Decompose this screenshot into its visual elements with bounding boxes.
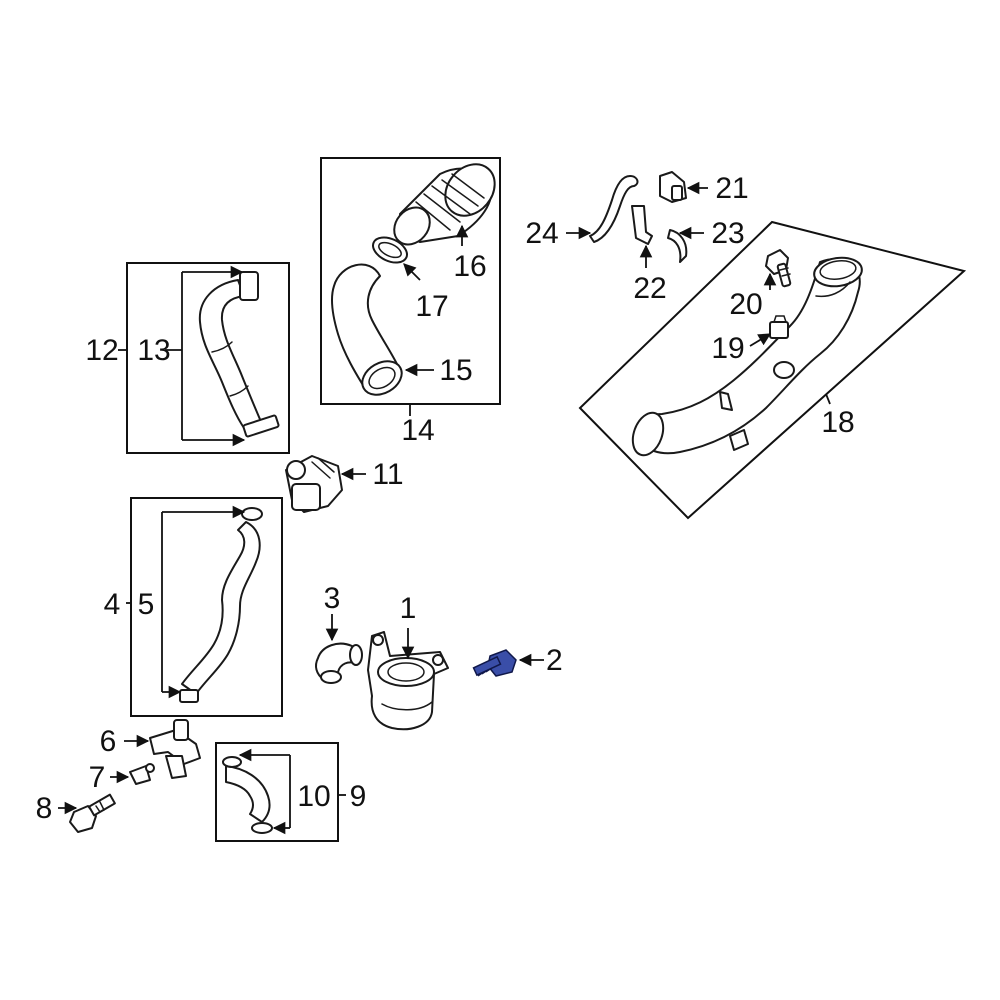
callout-20: 20 bbox=[729, 288, 762, 321]
group-box-9 bbox=[215, 742, 339, 842]
bolt-2-highlighted bbox=[472, 649, 517, 677]
callout-17: 17 bbox=[415, 290, 448, 323]
hose-23 bbox=[667, 229, 688, 263]
group-box-4 bbox=[130, 497, 283, 717]
callout-21: 21 bbox=[715, 172, 748, 205]
callout-1: 1 bbox=[400, 592, 417, 625]
callout-23: 23 bbox=[711, 217, 744, 250]
callout-24: 24 bbox=[525, 217, 558, 250]
callout-19: 19 bbox=[711, 332, 744, 365]
line-24 bbox=[589, 175, 639, 243]
hose-13 bbox=[198, 271, 280, 438]
callout-4: 4 bbox=[104, 588, 121, 621]
clip-7 bbox=[129, 763, 155, 785]
callout-11: 11 bbox=[372, 458, 403, 491]
callout-13: 13 bbox=[137, 334, 170, 367]
callout-16: 16 bbox=[453, 250, 486, 283]
clamp-17 bbox=[372, 236, 408, 264]
callout-7: 7 bbox=[89, 761, 106, 794]
bolt-20 bbox=[765, 249, 792, 288]
callout-15: 15 bbox=[439, 354, 472, 387]
group-box-12 bbox=[126, 262, 290, 454]
callout-14: 14 bbox=[401, 414, 434, 447]
clip-19 bbox=[769, 315, 789, 339]
callout-3: 3 bbox=[324, 582, 341, 615]
callout-10: 10 bbox=[297, 780, 330, 813]
callout-22: 22 bbox=[633, 272, 666, 305]
callout-18: 18 bbox=[821, 406, 854, 439]
hose-10 bbox=[222, 756, 273, 834]
sensor-21 bbox=[659, 171, 687, 203]
elbow-hose-3 bbox=[315, 642, 363, 684]
bolt-8 bbox=[69, 793, 116, 833]
callout-9: 9 bbox=[350, 780, 367, 813]
callout-2: 2 bbox=[546, 644, 563, 677]
callout-6: 6 bbox=[100, 725, 117, 758]
intake-duct-16 bbox=[393, 163, 496, 246]
hose-5 bbox=[179, 507, 263, 703]
charge-pipe-18 bbox=[631, 256, 863, 457]
intake-hose-15 bbox=[330, 263, 403, 396]
callout-12: 12 bbox=[85, 334, 118, 367]
fitting-6 bbox=[149, 719, 201, 779]
callout-5: 5 bbox=[138, 588, 155, 621]
group-box-18 bbox=[578, 220, 967, 520]
pump-1 bbox=[367, 631, 449, 731]
callout-8: 8 bbox=[36, 792, 53, 825]
valve-11 bbox=[285, 455, 343, 513]
bracket-22 bbox=[631, 205, 653, 245]
